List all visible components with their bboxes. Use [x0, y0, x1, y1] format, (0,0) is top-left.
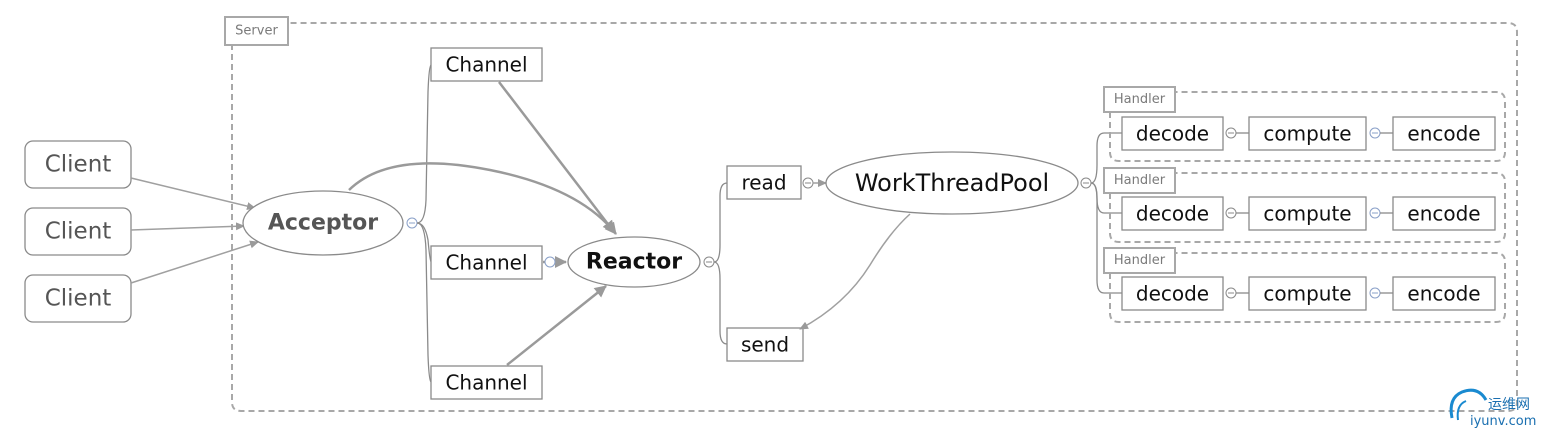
channel-node[interactable]: Channel	[430, 245, 543, 280]
client-node[interactable]: Client	[24, 207, 132, 256]
handler-group: Handler decode compute encode	[1103, 86, 1506, 162]
connector-line	[1090, 132, 1122, 184]
client-label: Client	[45, 286, 112, 312]
channel-node[interactable]: Channel	[430, 47, 543, 82]
encode-node[interactable]	[1392, 116, 1496, 151]
channel-label: Channel	[445, 53, 527, 77]
connector-line	[1090, 182, 1122, 294]
decode-node[interactable]	[1121, 116, 1224, 151]
watermark-logo: 运维网 iyunv.com	[1449, 388, 1536, 429]
pool-send-arrow	[799, 213, 911, 330]
reactor-node[interactable]: Reactor	[567, 236, 701, 288]
acceptor-label: Acceptor	[268, 211, 378, 236]
compute-node[interactable]	[1248, 116, 1367, 151]
encode-node[interactable]	[1392, 276, 1496, 311]
decode-label: decode	[1136, 122, 1209, 146]
read-node[interactable]: read	[726, 165, 802, 200]
workthreadpool-label: WorkThreadPool	[855, 169, 1049, 197]
send-label: send	[741, 333, 789, 357]
channel-reactor-arrow	[506, 285, 607, 366]
read-label: read	[741, 171, 786, 195]
compute-node[interactable]	[1248, 276, 1367, 311]
client-label: Client	[45, 152, 112, 178]
client-label: Client	[45, 219, 112, 245]
decode-label: decode	[1136, 282, 1209, 306]
client-acceptor-arrow	[130, 222, 245, 231]
connector-line	[416, 64, 432, 224]
compute-label: compute	[1263, 122, 1351, 146]
encode-label: encode	[1407, 122, 1480, 146]
connector-line	[713, 182, 728, 263]
watermark-url: iyunv.com	[1470, 414, 1536, 429]
acceptor-node[interactable]: Acceptor	[242, 190, 404, 256]
server-label: Server	[235, 24, 278, 39]
connector-line	[416, 222, 432, 383]
collapse-icon[interactable]	[544, 256, 556, 268]
connector-line	[416, 222, 432, 263]
decode-node[interactable]	[1121, 276, 1224, 311]
decode-node[interactable]	[1121, 196, 1224, 231]
handler-group: Handler decode compute encode	[1103, 247, 1506, 323]
channel-reactor-arrow	[498, 81, 615, 233]
encode-label: encode	[1407, 282, 1480, 306]
client-node[interactable]: Client	[24, 140, 132, 189]
client-node[interactable]: Client	[24, 274, 132, 323]
encode-node[interactable]	[1392, 196, 1496, 231]
encode-label: encode	[1407, 202, 1480, 226]
handler-label: Handler	[1114, 253, 1166, 268]
compute-node[interactable]	[1248, 196, 1367, 231]
channel-node[interactable]: Channel	[430, 365, 543, 400]
compute-label: compute	[1263, 282, 1351, 306]
handler-label: Handler	[1114, 173, 1166, 188]
client-acceptor-arrow	[130, 240, 259, 284]
channel-label: Channel	[445, 371, 527, 395]
compute-label: compute	[1263, 202, 1351, 226]
handler-label: Handler	[1114, 92, 1166, 107]
watermark-cn: 运维网	[1488, 397, 1530, 413]
client-acceptor-arrow	[130, 177, 256, 211]
channel-label: Channel	[445, 251, 527, 275]
acceptor-reactor-arrow	[348, 162, 617, 235]
connector-line	[713, 261, 728, 345]
reactor-label: Reactor	[586, 250, 682, 275]
workthreadpool-node[interactable]: WorkThreadPool	[825, 151, 1079, 215]
server-boundary: Server	[224, 16, 1518, 412]
send-node[interactable]: send	[726, 327, 804, 362]
decode-label: decode	[1136, 202, 1209, 226]
handler-group: Handler decode compute encode	[1103, 167, 1506, 243]
